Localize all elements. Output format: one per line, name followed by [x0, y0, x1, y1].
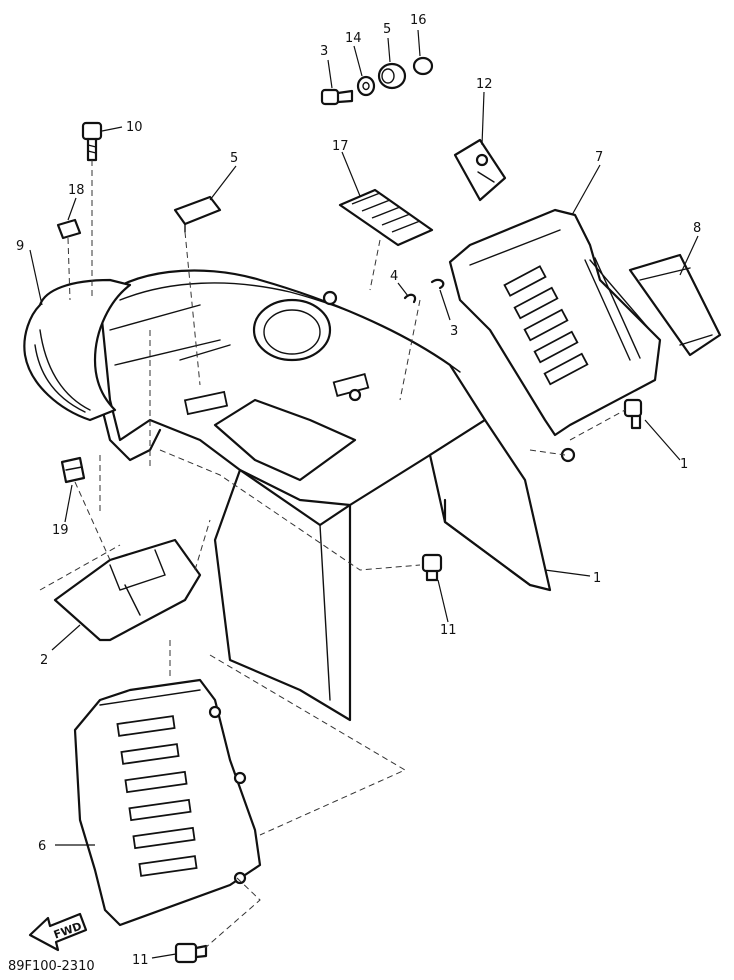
nut-19 [60, 456, 86, 484]
callout-1-mid: 1 [593, 571, 601, 586]
screw-1 [623, 398, 643, 430]
bolt-10 [81, 121, 103, 162]
screw-11-middle [421, 553, 443, 582]
callout-1-right: 1 [680, 457, 688, 472]
callout-9: 9 [16, 239, 24, 254]
callout-17: 17 [332, 139, 349, 154]
callout-3-mid: 3 [450, 324, 458, 339]
screw-11-bottom [174, 942, 208, 964]
assembly-lines [39, 160, 626, 949]
side-panel-7 [448, 208, 662, 463]
bolt-3-upper [320, 88, 354, 106]
callout-10: 10 [126, 120, 143, 135]
callout-5-top: 5 [383, 22, 391, 37]
callout-labels: 3 14 5 16 12 10 17 5 18 7 8 9 4 3 1 19 1… [16, 13, 701, 968]
callout-8: 8 [693, 221, 701, 236]
clip-3 [430, 278, 445, 290]
cap-16 [412, 56, 434, 76]
rear-cowling-body [98, 269, 552, 722]
callout-4: 4 [390, 269, 398, 284]
callout-18: 18 [68, 183, 85, 198]
callout-12: 12 [476, 77, 493, 92]
callout-19: 19 [52, 523, 69, 538]
collar-5 [377, 62, 407, 90]
grommet-18 [56, 218, 82, 240]
piece-5-upper [173, 195, 222, 233]
callout-5-mid: 5 [230, 151, 238, 166]
callout-11-bottom: 11 [132, 953, 149, 968]
callout-3-top: 3 [320, 44, 328, 59]
callout-11-mid: 11 [440, 623, 457, 638]
bracket-2 [53, 538, 202, 642]
fwd-arrow: FWD [28, 912, 88, 952]
callout-7: 7 [595, 150, 603, 165]
lower-grille-panel-6 [73, 678, 262, 927]
callout-14: 14 [345, 31, 362, 46]
callout-16: 16 [410, 13, 427, 28]
diagram-code: 89F100-2310 [8, 959, 95, 974]
clip-12 [453, 138, 507, 202]
washer-14 [356, 75, 376, 97]
side-cover-9 [23, 278, 132, 422]
callout-6: 6 [38, 839, 46, 854]
plate-8 [628, 253, 722, 357]
label-17 [338, 188, 434, 247]
callout-2: 2 [40, 653, 48, 668]
clip-4 [403, 293, 417, 304]
leader-lines [29, 29, 699, 959]
